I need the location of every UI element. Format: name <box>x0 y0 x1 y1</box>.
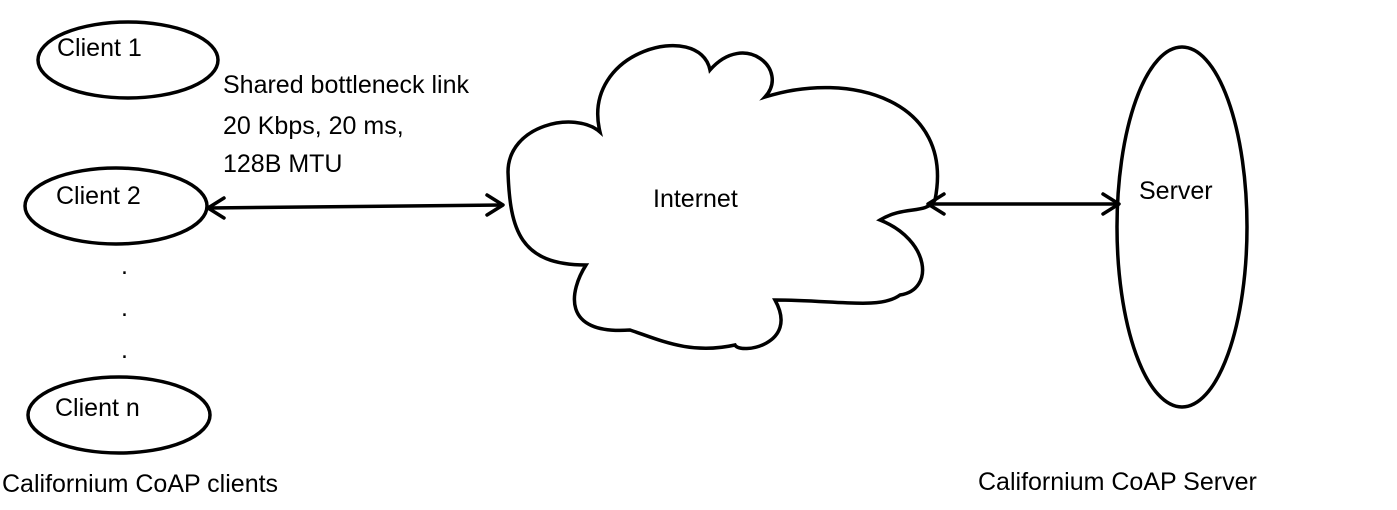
ellipsis-dot: . <box>121 294 128 322</box>
client-2-label: Client 2 <box>56 182 141 210</box>
client-1-label: Client 1 <box>57 34 142 62</box>
arrowhead-left <box>926 192 946 216</box>
ellipsis-dot: . <box>121 252 128 280</box>
link-label: Shared bottleneck link 20 Kbps, 20 ms, 1… <box>223 71 469 178</box>
arrowhead-right <box>485 193 505 217</box>
internet-label: Internet <box>653 185 738 213</box>
clients-caption: Californium CoAP clients <box>2 470 278 498</box>
server-node: Server <box>1115 45 1249 409</box>
link-label-line: 20 Kbps, 20 ms, <box>223 112 404 140</box>
bottleneck-link-arrow <box>206 193 505 220</box>
client-n-label: Client n <box>55 394 140 422</box>
link-label-line: 128B MTU <box>223 150 342 178</box>
client-ellipsis: . . . <box>121 252 128 364</box>
cloud-shape <box>506 43 939 351</box>
server-link-arrow <box>926 192 1121 216</box>
server-label: Server <box>1139 177 1213 205</box>
client-n-ellipse <box>26 375 212 455</box>
client-2-ellipse <box>23 166 209 246</box>
client-1-ellipse <box>36 20 220 100</box>
server-caption: Californium CoAP Server <box>978 468 1257 496</box>
ellipsis-dot: . <box>121 336 128 364</box>
client-n-node: Client n <box>26 375 212 455</box>
server-ellipse <box>1115 45 1249 409</box>
arrowhead-left <box>206 196 226 220</box>
client-1-node: Client 1 <box>36 20 220 100</box>
bottleneck-link-line <box>207 203 504 210</box>
internet-cloud: Internet <box>506 43 939 351</box>
link-label-line: Shared bottleneck link <box>223 71 469 99</box>
client-2-node: Client 2 <box>23 166 209 246</box>
